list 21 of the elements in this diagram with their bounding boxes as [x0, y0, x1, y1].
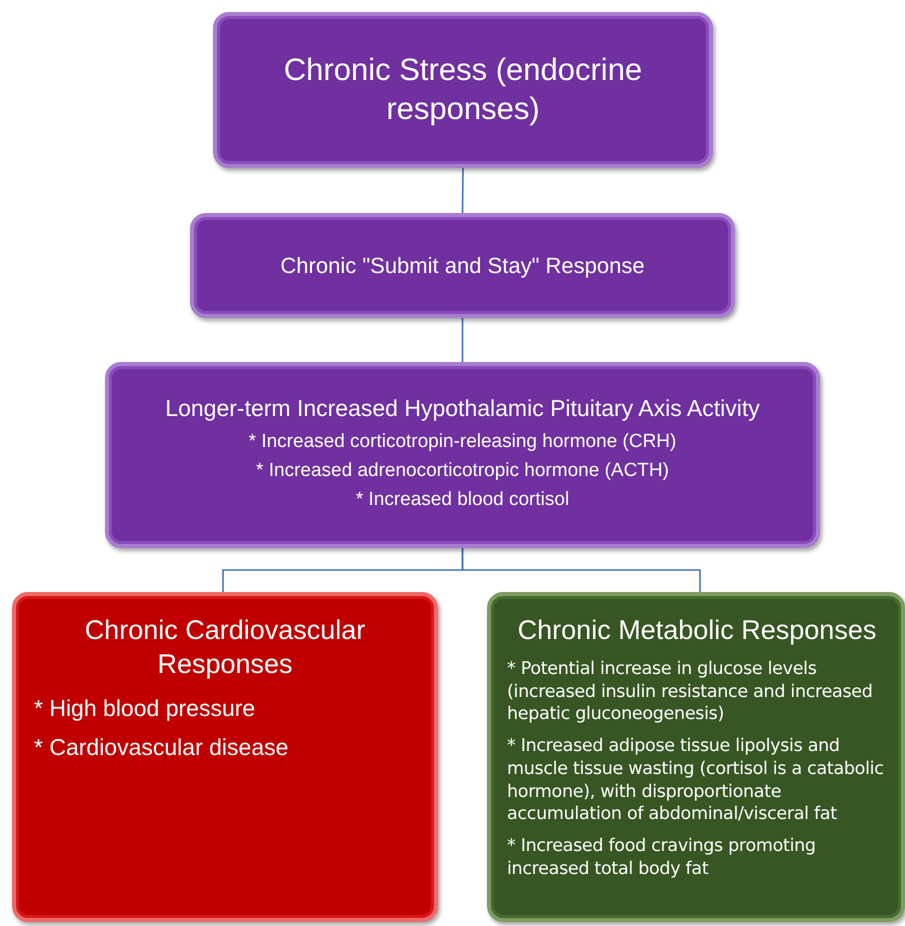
connector-line	[462, 548, 701, 592]
box-heading: Longer-term Increased Hypothalamic Pituitary Axis Activity	[165, 394, 760, 422]
bullet-text: * Increased adrenocorticotropic hormone (ACTH)	[256, 459, 669, 484]
connector-line	[462, 168, 464, 213]
process-box	[12, 592, 438, 922]
bullet-text: * Increased blood cortisol	[356, 488, 570, 512]
process-box	[105, 362, 820, 548]
bullet-text: * Potential increase in glucose levels (increased insulin resistance and increased hepatic gluconeogenesis)	[507, 658, 874, 726]
box-heading: Chronic Stress (endocrine responses)	[282, 51, 644, 128]
process-box	[213, 12, 713, 168]
bullet-text: * Increased food cravings promoting increased total body fat	[507, 835, 817, 880]
bullet-text: * Increased corticotropin-releasing hormone (CRH)	[248, 430, 676, 454]
box-heading: Chronic Metabolic Responses	[516, 614, 878, 647]
bullet-text: * High blood pressure	[34, 694, 256, 723]
connector-line	[462, 318, 464, 362]
process-box	[487, 592, 905, 922]
box-heading: Chronic Cardiovascular Responses	[84, 614, 366, 681]
bullet-text: * Cardiovascular disease	[34, 733, 290, 762]
box-heading: Chronic "Submit and Stay" Response	[280, 252, 645, 280]
bullet-text: * Increased adipose tissue lipolysis and muscle tissue wasting (cortisol is a catabolic hormone), with disproportionate accumulation of abdominal/visceral fat	[507, 735, 885, 826]
process-box	[190, 213, 735, 318]
